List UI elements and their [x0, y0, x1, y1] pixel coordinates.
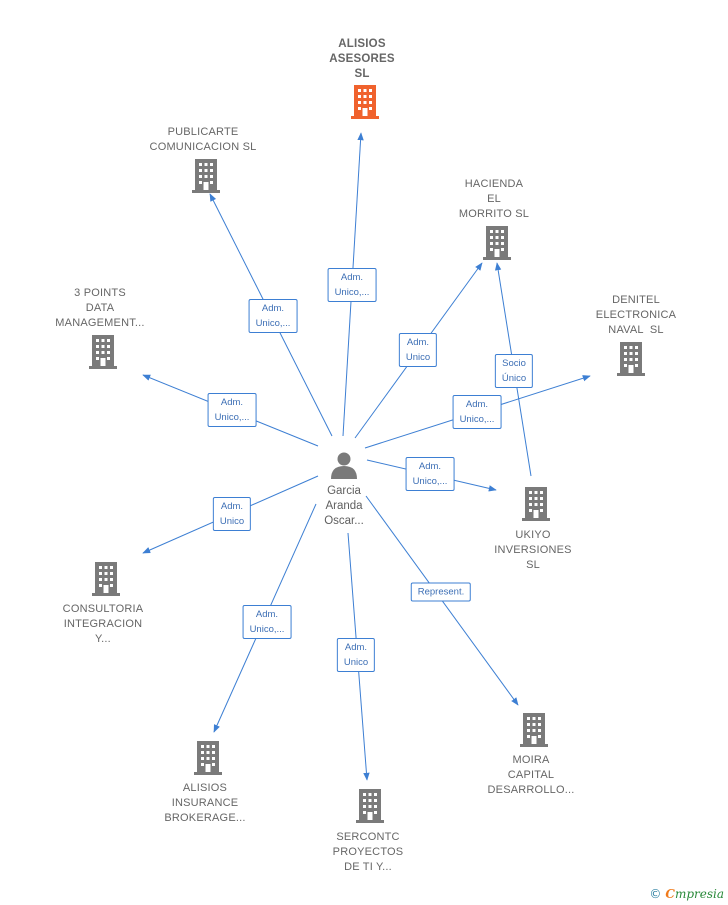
edge-label-moira[interactable]: Represent.: [410, 582, 472, 602]
company-label-ukiyo[interactable]: UKIYO INVERSIONES SL: [494, 529, 572, 571]
edge-label-hacienda[interactable]: Adm. Unico: [398, 333, 438, 367]
brand-name: mpresia: [674, 887, 724, 901]
building-icon-consultoria[interactable]: [92, 562, 120, 596]
edge-label-alisios-insurance[interactable]: Adm. Unico,...: [242, 605, 292, 639]
edge-label-ukiyo-hacienda[interactable]: Socio Único: [494, 354, 534, 388]
edge-label-ukiyo[interactable]: Adm. Unico,...: [405, 457, 455, 491]
company-label-publicarte[interactable]: PUBLICARTE COMUNICACION SL: [149, 126, 257, 153]
building-icon-denitel[interactable]: [617, 342, 645, 376]
edge-label-consultoria[interactable]: Adm. Unico: [212, 497, 252, 531]
brand-initial: C: [665, 887, 675, 901]
edge-label-denitel[interactable]: Adm. Unico,...: [452, 395, 502, 429]
person-name-label[interactable]: Garcia Aranda Oscar...: [324, 485, 364, 527]
copyright-icon: ©: [649, 887, 662, 901]
person-icon[interactable]: [331, 452, 357, 480]
company-label-denitel[interactable]: DENITEL ELECTRONICA NAVAL SL: [595, 294, 677, 336]
building-icon-alisios-insurance[interactable]: [194, 741, 222, 775]
company-label-moira[interactable]: MOIRA CAPITAL DESARROLLO...: [487, 754, 575, 796]
building-icon-sercontc[interactable]: [356, 789, 384, 823]
edge-label-publicarte[interactable]: Adm. Unico,...: [248, 299, 298, 333]
company-label-hacienda[interactable]: HACIENDA EL MORRITO SL: [458, 178, 530, 220]
company-label-alisios-insurance[interactable]: ALISIOS INSURANCE BROKERAGE...: [164, 782, 246, 824]
building-icon-publicarte[interactable]: [192, 159, 220, 193]
company-label-alisios-asesores[interactable]: ALISIOS ASESORES SL: [329, 38, 395, 80]
company-label-3points[interactable]: 3 POINTS DATA MANAGEMENT...: [55, 287, 145, 329]
building-icon-hacienda[interactable]: [483, 226, 511, 260]
building-icon-3points[interactable]: [89, 335, 117, 369]
company-label-sercontc[interactable]: SERCONTC PROYECTOS DE TI Y...: [332, 831, 404, 873]
company-label-consultoria[interactable]: CONSULTORIA INTEGRACION Y...: [62, 603, 144, 645]
edge-label-alisios-asesores[interactable]: Adm. Unico,...: [327, 268, 377, 302]
building-icon-moira[interactable]: [520, 713, 548, 747]
edge-label-3points[interactable]: Adm. Unico,...: [207, 393, 257, 427]
building-icon-ukiyo[interactable]: [522, 487, 550, 521]
building-icon-alisios-asesores[interactable]: [351, 85, 379, 119]
empresia-logo: ©Cmpresia: [649, 887, 724, 901]
edge-label-sercontc[interactable]: Adm. Unico: [336, 638, 376, 672]
